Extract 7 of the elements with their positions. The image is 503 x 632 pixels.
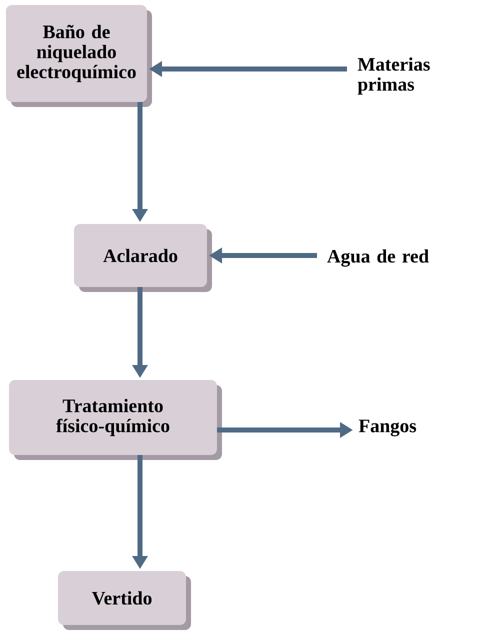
input-label: Agua de red [327, 249, 429, 267]
input-label: Materias primas [358, 57, 430, 95]
process-box: Aclarado [74, 224, 212, 292]
process-box: Tratamiento físico-químico [9, 380, 222, 460]
process-box: Baño de niquelado electroquímico [6, 5, 152, 107]
process-box: Vertido [58, 571, 191, 630]
input-label: Fangos [358, 420, 416, 436]
